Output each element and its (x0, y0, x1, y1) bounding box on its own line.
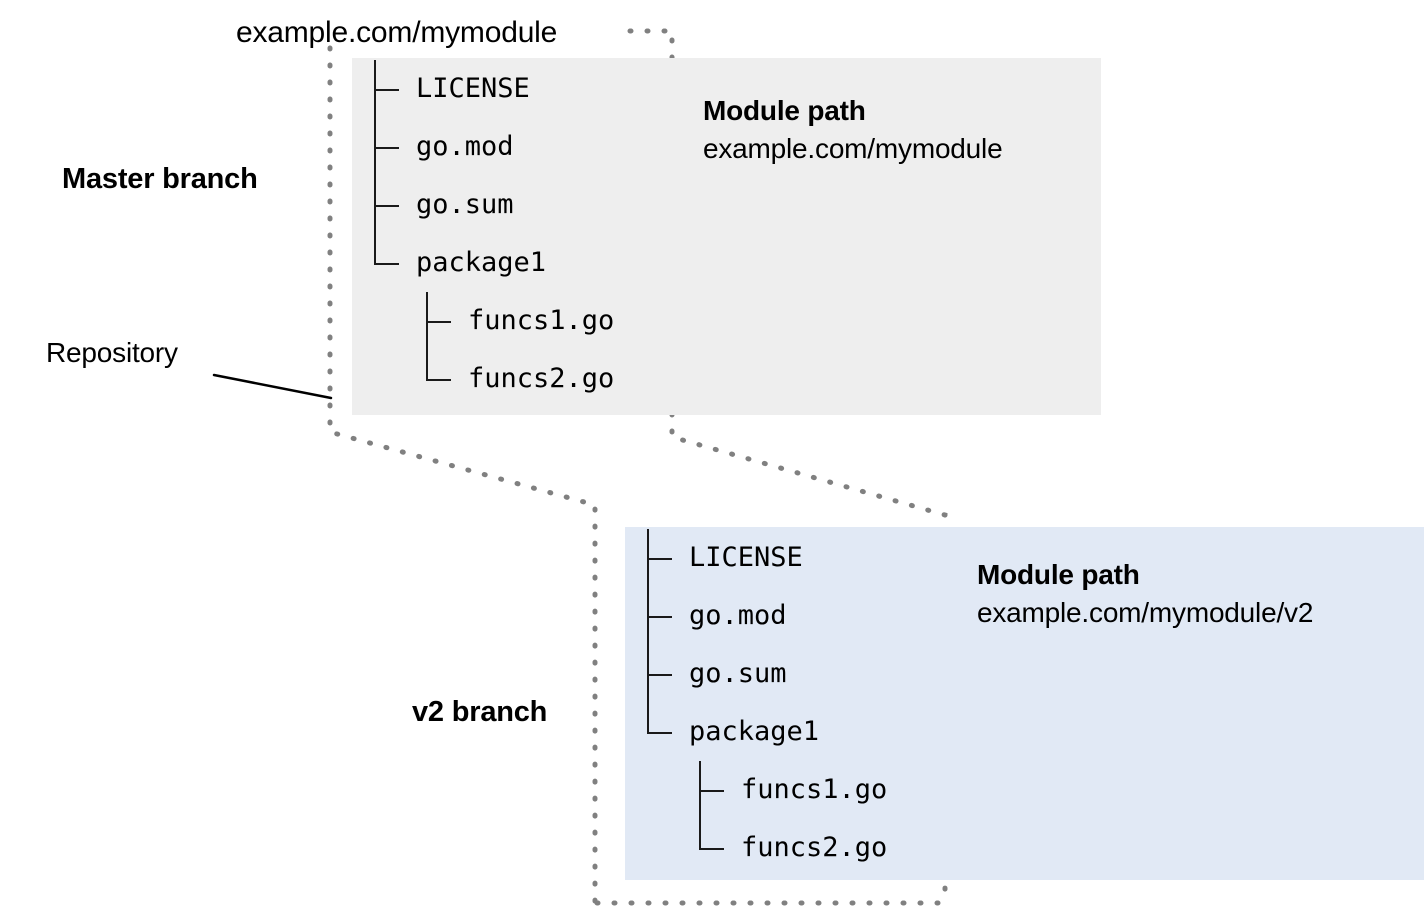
module-path-title: Module path (977, 559, 1140, 590)
master-file-tree: LICENSE go.mod go.sum package1 funcs1.go func… (374, 60, 614, 408)
tree-item[interactable]: package1 (647, 703, 819, 761)
tree-item-label: funcs1.go (468, 305, 615, 336)
tree-item-label: go.mod (689, 600, 787, 631)
master-branch-label: Master branch (62, 163, 258, 195)
repository-label: Repository (46, 337, 178, 368)
tree-level: LICENSE go.mod go.sum package1 funcs1.go func… (647, 529, 887, 877)
master-module-path-callout: Module path example.com/mymodule (703, 92, 1003, 168)
module-path-value: example.com/mymodule (703, 133, 1003, 164)
tree-item-label: go.mod (416, 131, 514, 162)
tree-item-label: go.sum (689, 658, 787, 689)
tree-item[interactable]: go.mod (374, 118, 514, 176)
tree-item[interactable]: package1 (374, 234, 546, 292)
v2-file-tree: LICENSE go.mod go.sum package1 funcs1.go func… (647, 529, 887, 877)
tree-item[interactable]: LICENSE (647, 529, 803, 587)
v2-branch-panel (625, 527, 1424, 880)
tree-item[interactable]: go.mod (647, 587, 787, 645)
master-branch-panel (352, 58, 1101, 415)
tree-item-label: go.sum (416, 189, 514, 220)
tree-item-label: LICENSE (416, 73, 530, 104)
v2-module-path-callout: Module path example.com/mymodule/v2 (977, 556, 1313, 632)
v2-branch-label: v2 branch (412, 696, 548, 728)
tree-item[interactable]: LICENSE (374, 60, 530, 118)
tree-item-label: package1 (416, 247, 547, 278)
tree-item-label: funcs2.go (468, 363, 615, 394)
tree-item-label: LICENSE (689, 542, 803, 573)
tree-item[interactable]: go.sum (647, 645, 787, 703)
tree-item-label: funcs1.go (741, 774, 888, 805)
tree-item-label: package1 (689, 716, 820, 747)
tree-level: LICENSE go.mod go.sum package1 funcs1.go func… (374, 60, 614, 408)
tree-item-label: funcs2.go (741, 832, 888, 863)
module-path-title: Module path (703, 95, 866, 126)
repository-url-label: example.com/mymodule (236, 16, 558, 49)
module-path-value: example.com/mymodule/v2 (977, 597, 1314, 628)
tree-item[interactable]: go.sum (374, 176, 514, 234)
repository-leader-line (212, 373, 333, 400)
